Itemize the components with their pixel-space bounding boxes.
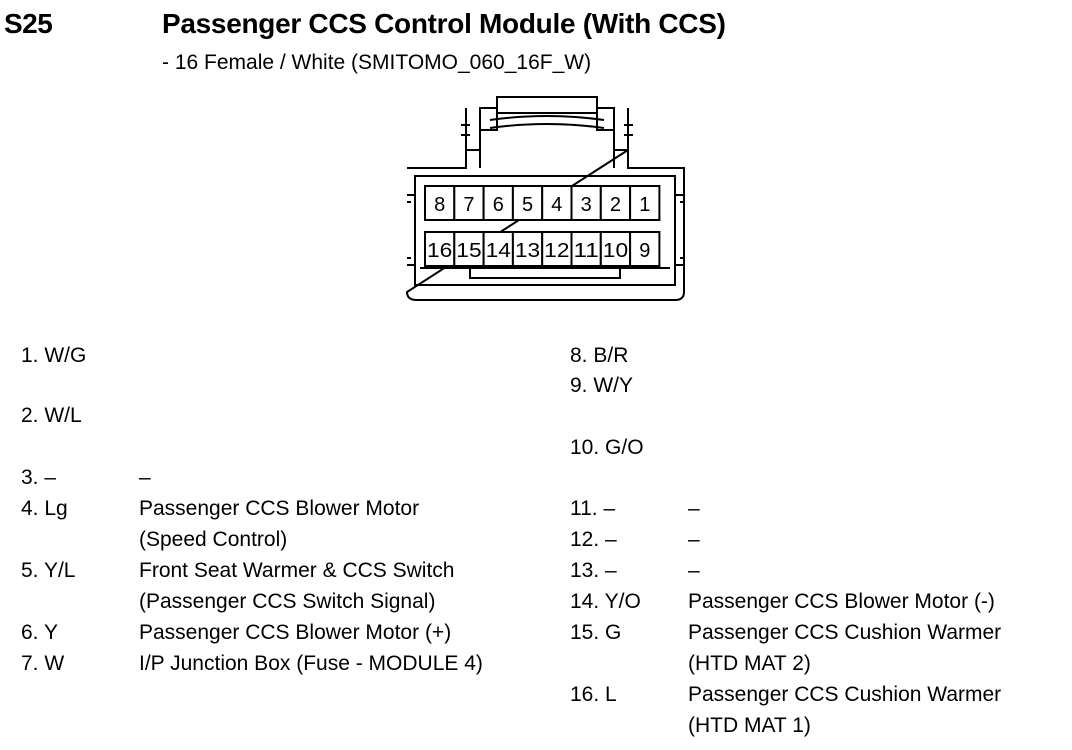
pin-description: Front Seat Warmer & CCS Switch bbox=[139, 559, 455, 582]
pin-number: 4 bbox=[551, 194, 562, 216]
pin-description: (Passenger CCS Switch Signal) bbox=[139, 590, 436, 613]
pin-cavity bbox=[629, 185, 661, 221]
pin-number: 9 bbox=[639, 240, 650, 262]
pin-description: (HTD MAT 1) bbox=[688, 714, 811, 737]
pin-description: Passenger CCS Cushion Warmer bbox=[688, 621, 1002, 644]
pin-cavity bbox=[453, 231, 485, 267]
pin-id: 6. Y bbox=[21, 621, 58, 644]
pin-id: 15. G bbox=[570, 621, 622, 644]
pin-id: 3. – bbox=[21, 466, 57, 489]
pin-description: Passenger CCS Blower Motor (+) bbox=[139, 621, 452, 644]
pin-cavity bbox=[511, 231, 544, 267]
pin-number: 13 bbox=[515, 240, 540, 262]
pin-number: 3 bbox=[581, 194, 592, 216]
pin-id: 2. W/L bbox=[21, 404, 82, 427]
pin-id: 9. W/Y bbox=[570, 374, 634, 397]
pin-description: – bbox=[688, 559, 700, 582]
pin-number: 12 bbox=[544, 240, 569, 262]
pin-id: 14. Y/O bbox=[570, 590, 641, 613]
pin-id: 8. B/R bbox=[570, 344, 629, 367]
pin-number: 6 bbox=[493, 194, 504, 216]
pin-number: 2 bbox=[610, 194, 621, 216]
pin-description: Passenger CCS Blower Motor (-) bbox=[688, 590, 995, 613]
pin-description: I/P Junction Box (Fuse - MODULE 4) bbox=[139, 652, 483, 675]
pin-id: 10. G/O bbox=[570, 436, 644, 459]
pin-cavity bbox=[541, 185, 573, 221]
pin-number: 5 bbox=[522, 194, 533, 216]
pin-description: – bbox=[139, 466, 151, 489]
pin-cavity bbox=[453, 185, 485, 221]
pin-id: 13. – bbox=[570, 559, 617, 582]
pin-id: 16. L bbox=[570, 683, 617, 706]
pin-description: Passenger CCS Blower Motor bbox=[139, 497, 420, 520]
pin-number: 11 bbox=[574, 240, 599, 262]
pin-description: – bbox=[688, 528, 700, 551]
pin-id: 5. Y/L bbox=[21, 559, 76, 582]
pin-id: 12. – bbox=[570, 528, 617, 551]
pin-description: (HTD MAT 2) bbox=[688, 652, 811, 675]
pin-description: (Speed Control) bbox=[139, 528, 288, 551]
connector-spec: - 16 Female / White (SMITOMO_060_16F_W) bbox=[162, 51, 592, 74]
pin-cavity bbox=[424, 185, 456, 221]
pin-number: 14 bbox=[486, 240, 511, 262]
pin-id: 1. W/G bbox=[21, 344, 87, 367]
pin-cavity bbox=[424, 231, 456, 267]
pin-id: 11. – bbox=[570, 497, 616, 520]
pin-id: 7. W bbox=[21, 652, 65, 675]
pin-number: 10 bbox=[603, 240, 628, 262]
pin-number: 8 bbox=[434, 194, 445, 216]
pin-cavity bbox=[482, 185, 514, 221]
connector-code: S25 bbox=[4, 8, 53, 39]
pin-id: 4. Lg bbox=[21, 497, 68, 520]
pin-description: Passenger CCS Cushion Warmer bbox=[688, 683, 1002, 706]
page-title: Passenger CCS Control Module (With CCS) bbox=[162, 8, 726, 39]
pin-number: 16 bbox=[427, 240, 452, 262]
pin-cavity bbox=[629, 231, 661, 267]
pin-number: 15 bbox=[456, 240, 481, 262]
pin-number: 1 bbox=[639, 194, 650, 216]
pin-number: 7 bbox=[463, 194, 474, 216]
pin-description: – bbox=[688, 497, 700, 520]
